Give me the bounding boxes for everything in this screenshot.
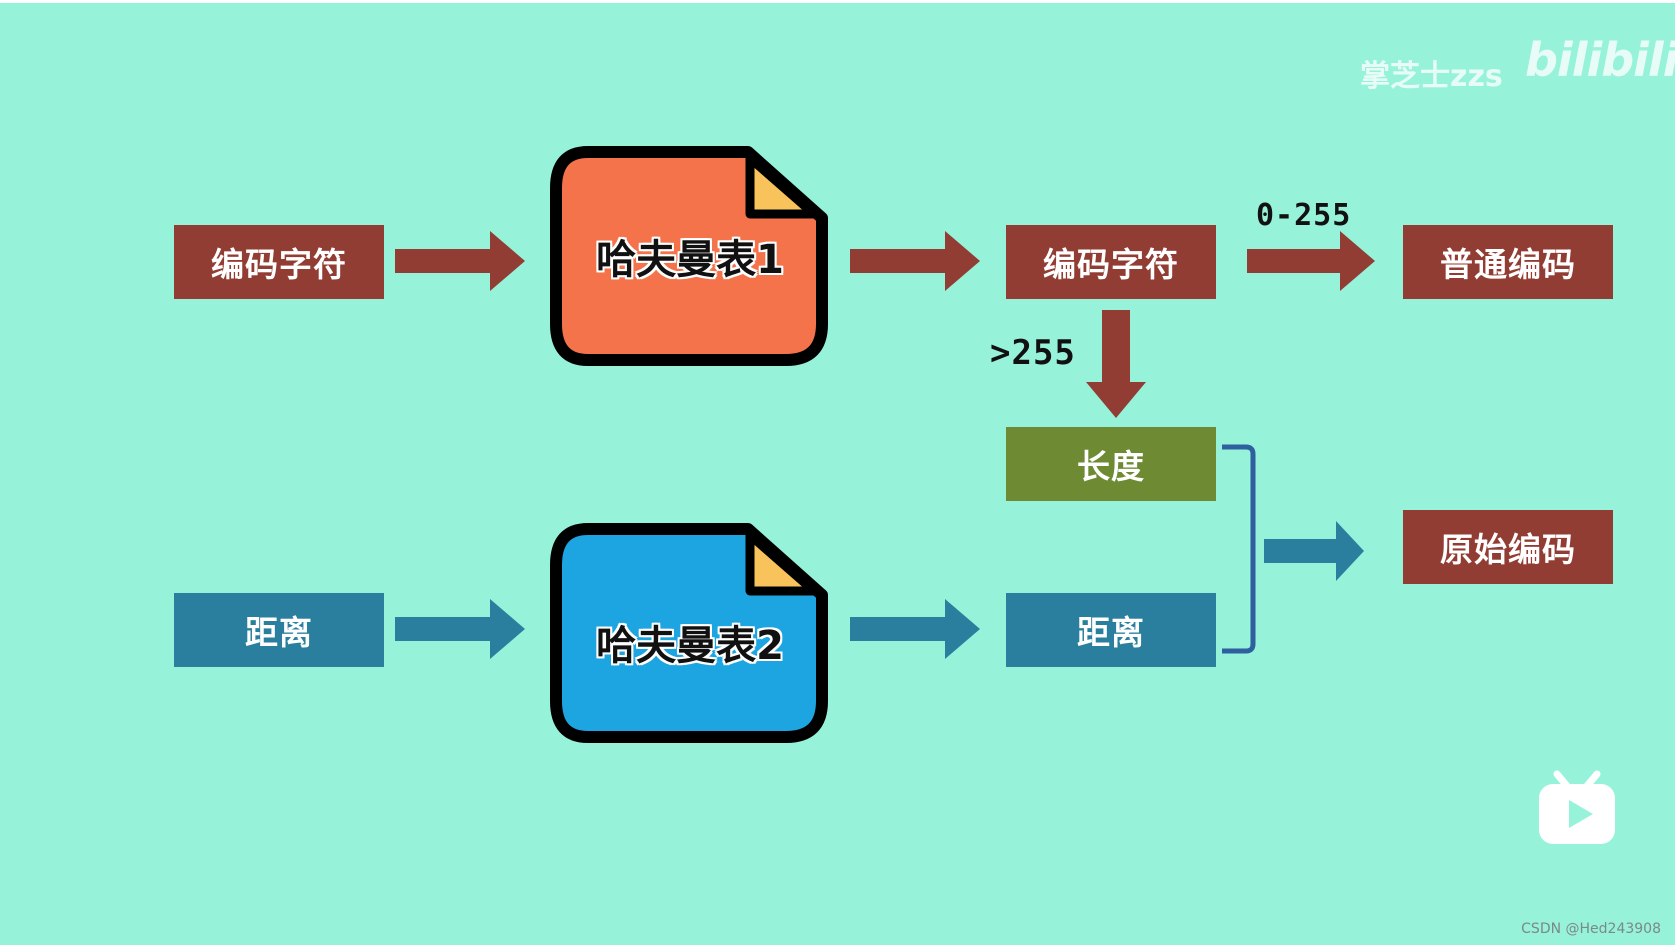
arrow-right-icon <box>395 599 525 659</box>
length-box: 长度 <box>1006 427 1216 501</box>
arrow-down-icon <box>1086 310 1146 418</box>
overflow-condition-label: >255 <box>990 333 1076 373</box>
diagram-canvas: 编码字符 哈夫曼表1 编码字符 0-255 普通编码 <box>0 3 1675 945</box>
encoded-char-output-box: 编码字符 <box>1006 225 1216 299</box>
distance-output-label: 距离 <box>1077 613 1145 652</box>
huffman-table-2-label: 哈夫曼表2 <box>596 623 784 669</box>
range-condition-label: 0-255 <box>1256 198 1352 233</box>
distance-input-label: 距离 <box>245 613 313 652</box>
normal-code-label: 普通编码 <box>1440 245 1576 284</box>
credit-text: CSDN @Hed243908 <box>1521 921 1661 937</box>
normal-code-box: 普通编码 <box>1403 225 1613 299</box>
encoded-char-input-box: 编码字符 <box>174 225 384 299</box>
arrow-right-icon <box>1247 231 1375 291</box>
bracket-icon <box>1222 444 1256 654</box>
distance-output-box: 距离 <box>1006 593 1216 667</box>
bilibili-tv-icon[interactable] <box>1535 768 1619 848</box>
huffman-table-1-label: 哈夫曼表1 <box>596 237 784 283</box>
distance-input-box: 距离 <box>174 593 384 667</box>
document-icon <box>550 146 828 366</box>
huffman-table-2-doc: 哈夫曼表2 <box>550 523 830 743</box>
length-label: 长度 <box>1077 447 1145 486</box>
encoded-char-input-label: 编码字符 <box>211 245 347 284</box>
arrow-right-icon <box>395 231 525 291</box>
watermark-brand-logo: bilibili <box>1525 33 1675 87</box>
arrow-right-icon <box>850 599 980 659</box>
document-icon <box>550 523 828 743</box>
watermark-author: 掌芝士zzs <box>1360 59 1503 94</box>
encoded-char-output-label: 编码字符 <box>1043 245 1179 284</box>
raw-code-label: 原始编码 <box>1440 530 1576 569</box>
raw-code-box: 原始编码 <box>1403 510 1613 584</box>
huffman-table-1-doc: 哈夫曼表1 <box>550 146 830 366</box>
arrow-right-icon <box>850 231 980 291</box>
arrow-right-icon <box>1264 521 1364 581</box>
